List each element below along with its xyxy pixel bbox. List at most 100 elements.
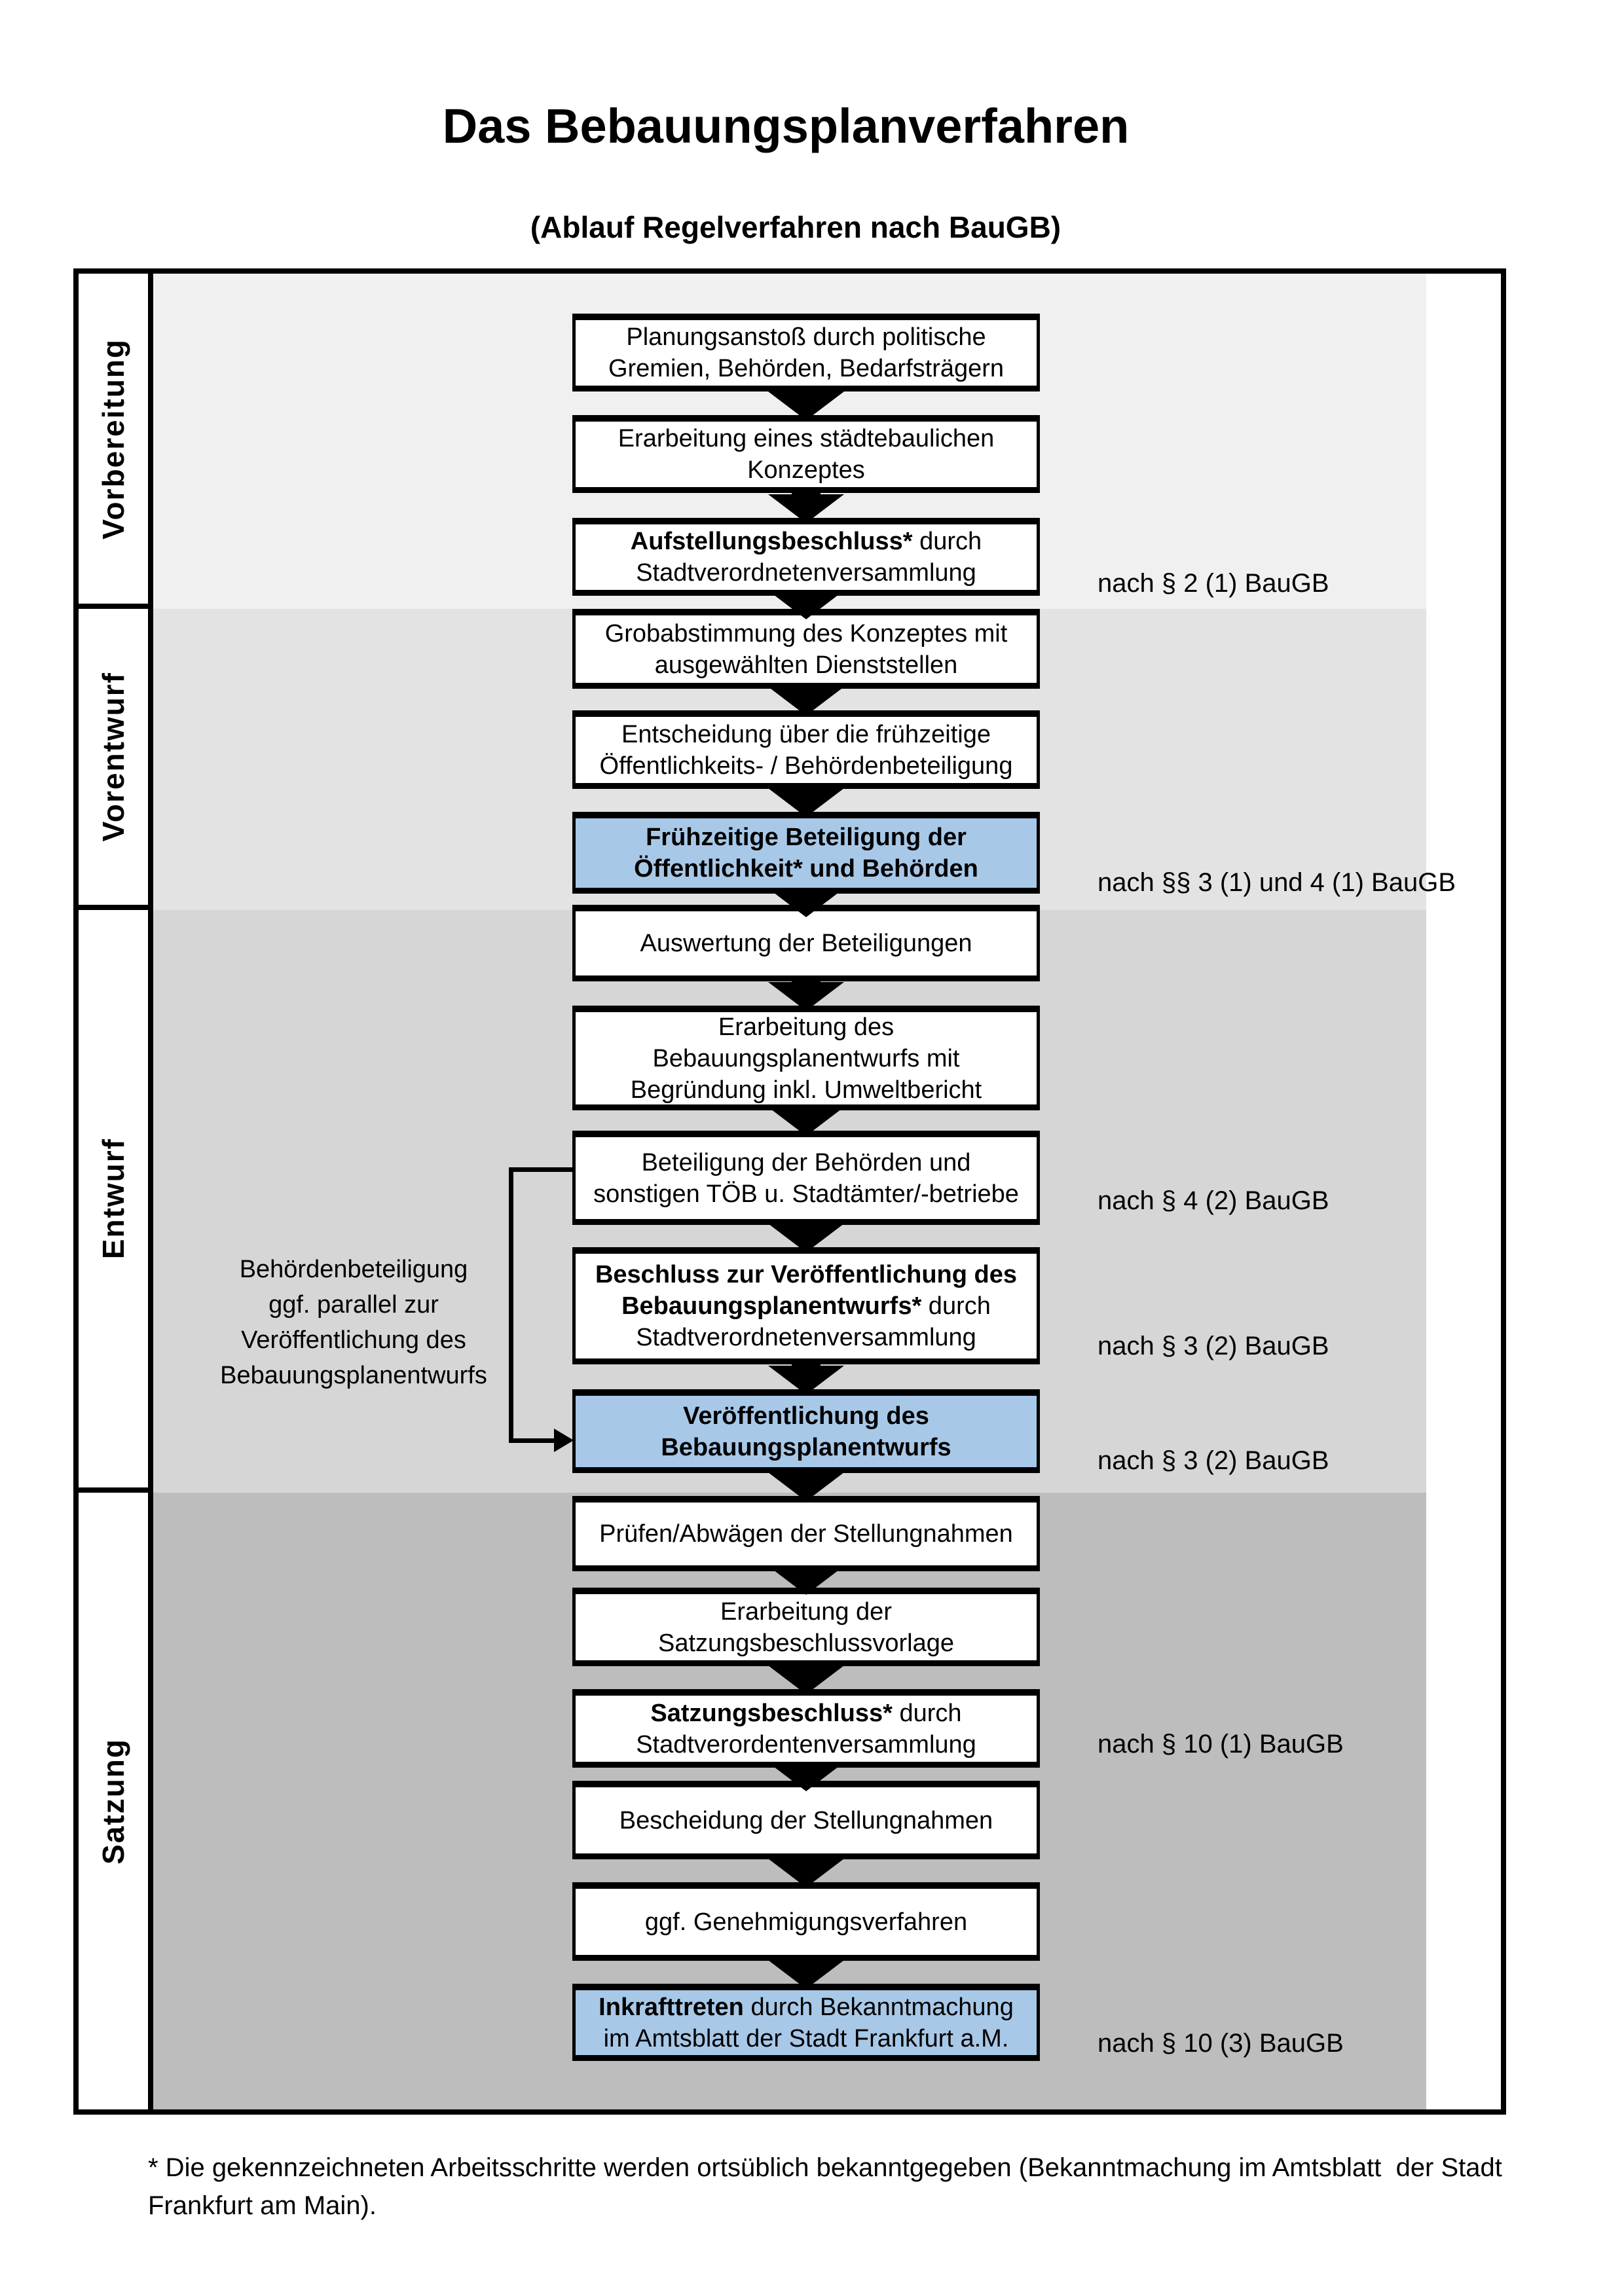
down-arrow-head <box>768 1472 844 1501</box>
flow-box-text-rest: durch Stadtverordnetenversammlung <box>636 1292 991 1351</box>
down-arrow-icon <box>768 888 844 917</box>
law-reference-note: nach § 4 (2) BauGB <box>1098 1186 1329 1215</box>
flow-box-text-rest: Auswertung der Beteiligungen <box>640 930 972 957</box>
down-arrow-head <box>768 392 844 420</box>
page-title: Das Bebauungsplanverfahren <box>442 99 1130 153</box>
down-arrow-head <box>768 1224 844 1252</box>
flow-box-text: Inkrafttreten durch Bekanntmachung im Am… <box>599 1992 1014 2054</box>
flow-box-pruefen-abwaegen: Prüfen/Abwägen der Stellungnahmen <box>572 1496 1040 1571</box>
flow-box-satzungsbeschluss: Satzungsbeschluss* durch Stadtverordente… <box>572 1689 1040 1768</box>
flow-box-text-bold: Satzungsbeschluss* <box>650 1699 893 1727</box>
phase-label-cell-entwurf: Entwurf <box>79 910 153 1493</box>
flow-box-text: Erarbeitung eines städtebaulichen Konzep… <box>618 423 995 486</box>
flow-box-text-bold: Veröffentlichung des Bebauungsplanentwur… <box>661 1402 951 1461</box>
flow-box-text: Entscheidung über die frühzeitige Öffent… <box>600 719 1013 782</box>
flow-box-text-rest: durch Stadtverordnetenversammlung <box>636 528 982 587</box>
down-arrow-icon <box>768 1566 844 1595</box>
down-arrow-stem <box>792 1359 821 1366</box>
law-reference-note: nach §§ 3 (1) und 4 (1) BauGB <box>1098 868 1456 897</box>
flow-box-text-bold: Frühzeitige Beteiligung der Öffentlichke… <box>634 824 978 883</box>
flow-box-bescheidung: Bescheidung der Stellungnahmen <box>572 1781 1040 1859</box>
flow-box-text: Bescheidung der Stellungnahmen <box>619 1805 993 1836</box>
down-arrow-icon <box>768 488 844 523</box>
flow-box-text: Frühzeitige Beteiligung der Öffentlichke… <box>634 822 978 884</box>
down-arrow-head <box>768 982 844 1011</box>
down-arrow-stem <box>792 784 821 788</box>
law-reference-note: nach § 2 (1) BauGB <box>1098 569 1329 598</box>
flow-box-text-rest: Planungsanstoß durch politische Gremien,… <box>608 323 1005 382</box>
down-arrow-icon <box>768 1854 844 1887</box>
down-arrow-head <box>768 591 844 619</box>
down-arrow-icon <box>768 784 844 817</box>
down-arrow-icon <box>768 1956 844 1989</box>
flow-box-text-rest: Prüfen/Abwägen der Stellungnahmen <box>599 1520 1013 1548</box>
down-arrow-head <box>768 1366 844 1394</box>
down-arrow-stem <box>792 1468 821 1472</box>
down-arrow-icon <box>768 976 844 1011</box>
down-arrow-icon <box>768 1220 844 1252</box>
down-arrow-head <box>768 1566 844 1595</box>
down-arrow-stem <box>792 1956 821 1960</box>
down-arrow-icon <box>768 1661 844 1694</box>
down-arrow-head <box>768 494 844 523</box>
down-arrow-stem <box>792 976 821 982</box>
flow-box-text: Satzungsbeschluss* durch Stadtverordente… <box>636 1698 976 1760</box>
phase-label-cell-vorentwurf: Vorentwurf <box>79 609 153 910</box>
flow-box-aufstellungsbeschluss: Aufstellungsbeschluss* durch Stadtverord… <box>572 518 1040 596</box>
down-arrow-stem <box>792 683 821 687</box>
flow-box-text: Veröffentlichung des Bebauungsplanentwur… <box>661 1400 951 1463</box>
flow-box-text-rest: durch Bekanntmachung im Amtsblatt der St… <box>603 1993 1014 2052</box>
flow-box-text: Beteiligung der Behörden und sonstigen T… <box>593 1147 1019 1210</box>
flow-box-planungsanstoss: Planungsanstoß durch politische Gremien,… <box>572 314 1040 392</box>
down-arrow-stem <box>792 386 821 392</box>
down-arrow-icon <box>768 386 844 420</box>
branch-connector-bottom <box>509 1438 554 1443</box>
flow-box-entscheidung-beteiligung: Entscheidung über die frühzeitige Öffent… <box>572 710 1040 789</box>
flow-box-genehmigungsverfahren: ggf. Genehmigungsverfahren <box>572 1882 1040 1961</box>
down-arrow-stem <box>792 1105 821 1107</box>
flow-box-auswertung: Auswertung der Beteiligungen <box>572 905 1040 981</box>
flow-box-text: Grobabstimmung des Konzeptes mit ausgewä… <box>605 618 1008 681</box>
down-arrow-stem <box>792 488 821 494</box>
flow-box-grobabstimmung: Grobabstimmung des Konzeptes mit ausgewä… <box>572 609 1040 689</box>
side-note: Behördenbeteiligung ggf. parallel zur Ve… <box>220 1256 487 1389</box>
down-arrow-stem <box>792 1220 821 1224</box>
flow-box-beschluss-veroeffentlichung: Beschluss zur Veröffentlichung des Bebau… <box>572 1247 1040 1364</box>
flow-box-staedtebauliches-konzept: Erarbeitung eines städtebaulichen Konzep… <box>572 415 1040 493</box>
flow-box-text-rest: Erarbeitung eines städtebaulichen Konzep… <box>618 425 995 484</box>
down-arrow-head <box>768 788 844 817</box>
flow-box-text-rest: Erarbeitung des Bebauungsplanentwurfs mi… <box>630 1013 982 1104</box>
flow-box-text-rest: Grobabstimmung des Konzeptes mit ausgewä… <box>604 619 1008 679</box>
law-reference-note: nach § 3 (2) BauGB <box>1098 1446 1329 1475</box>
flow-box-satzungsbeschlussvorlage: Erarbeitung der Satzungsbeschlussvorlage <box>572 1588 1040 1666</box>
flow-box-text-rest: Entscheidung über die frühzeitige Öffent… <box>599 720 1013 780</box>
down-arrow-icon <box>768 1468 844 1501</box>
down-arrow-head <box>768 1762 844 1791</box>
flow-box-text-rest: durch Stadtverordentenversammlung <box>636 1699 976 1758</box>
page-subtitle: (Ablauf Regelverfahren nach BauGB) <box>530 210 1061 244</box>
flow-box-text: Aufstellungsbeschluss* durch Stadtverord… <box>631 526 982 589</box>
flow-box-text-rest: ggf. Genehmigungsverfahren <box>644 1908 968 1936</box>
flow-box-beteiligung-behoerden: Beteiligung der Behörden und sonstigen T… <box>572 1131 1040 1225</box>
phase-label-satzung: Satzung <box>96 1738 130 1865</box>
flow-box-text: Prüfen/Abwägen der Stellungnahmen <box>599 1518 1013 1550</box>
down-arrow-icon <box>768 591 844 619</box>
phase-label-cell-satzung: Satzung <box>79 1493 153 2109</box>
down-arrow-head <box>768 1960 844 1989</box>
flow-box-text-rest: Beteiligung der Behörden und sonstigen T… <box>593 1148 1019 1208</box>
law-reference-note: nach § 10 (3) BauGB <box>1098 2029 1344 2058</box>
flow-box-text: Beschluss zur Veröffentlichung des Bebau… <box>595 1259 1017 1353</box>
down-arrow-icon <box>768 1359 844 1394</box>
down-arrow-head <box>768 1666 844 1694</box>
down-arrow-head <box>768 888 844 917</box>
flow-box-text-rest: Erarbeitung der Satzungsbeschlussvorlage <box>657 1597 955 1657</box>
law-reference-note: nach § 10 (1) BauGB <box>1098 1730 1344 1758</box>
branch-connector-top <box>509 1167 572 1172</box>
phase-label-cell-vorbereitung: Vorbereitung <box>79 274 153 609</box>
phase-label-vorentwurf: Vorentwurf <box>96 672 130 842</box>
flow-box-text-bold: Beschluss zur Veröffentlichung des Bebau… <box>595 1261 1018 1320</box>
flow-box-inkrafttreten: Inkrafttreten durch Bekanntmachung im Am… <box>572 1984 1040 2061</box>
flow-box-text: Planungsanstoß durch politische Gremien,… <box>608 321 1004 384</box>
flow-box-text: Auswertung der Beteiligungen <box>640 928 972 959</box>
